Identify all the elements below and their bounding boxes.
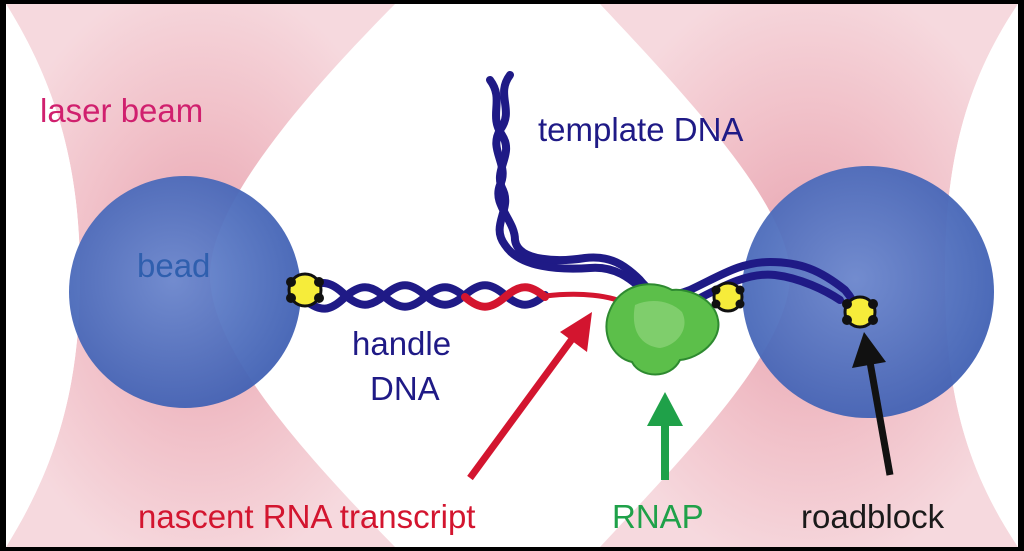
label-laser-beam: laser beam — [40, 92, 203, 129]
roadblock-protein — [842, 295, 878, 329]
label-rnap: RNAP — [612, 498, 704, 535]
template-dna — [486, 71, 862, 316]
attachment-right — [711, 281, 745, 313]
label-nascent-rna: nascent RNA transcript — [138, 498, 475, 535]
attachment-left — [286, 272, 324, 308]
rnap-arrow — [647, 392, 683, 480]
laser-beam-left-edge — [6, 4, 80, 547]
label-bead: bead — [137, 247, 210, 284]
rna-arrow — [467, 312, 592, 481]
bead-left — [69, 176, 301, 408]
rnap-enzyme — [605, 283, 720, 376]
handle-dna — [301, 279, 549, 313]
label-handle-dna-line2: DNA — [370, 370, 440, 407]
roadblock-arrow — [852, 332, 894, 476]
label-template-dna: template DNA — [538, 111, 743, 148]
label-handle-dna-line1: handle — [352, 325, 451, 362]
bead-right — [742, 166, 994, 418]
label-roadblock: roadblock — [801, 498, 945, 535]
